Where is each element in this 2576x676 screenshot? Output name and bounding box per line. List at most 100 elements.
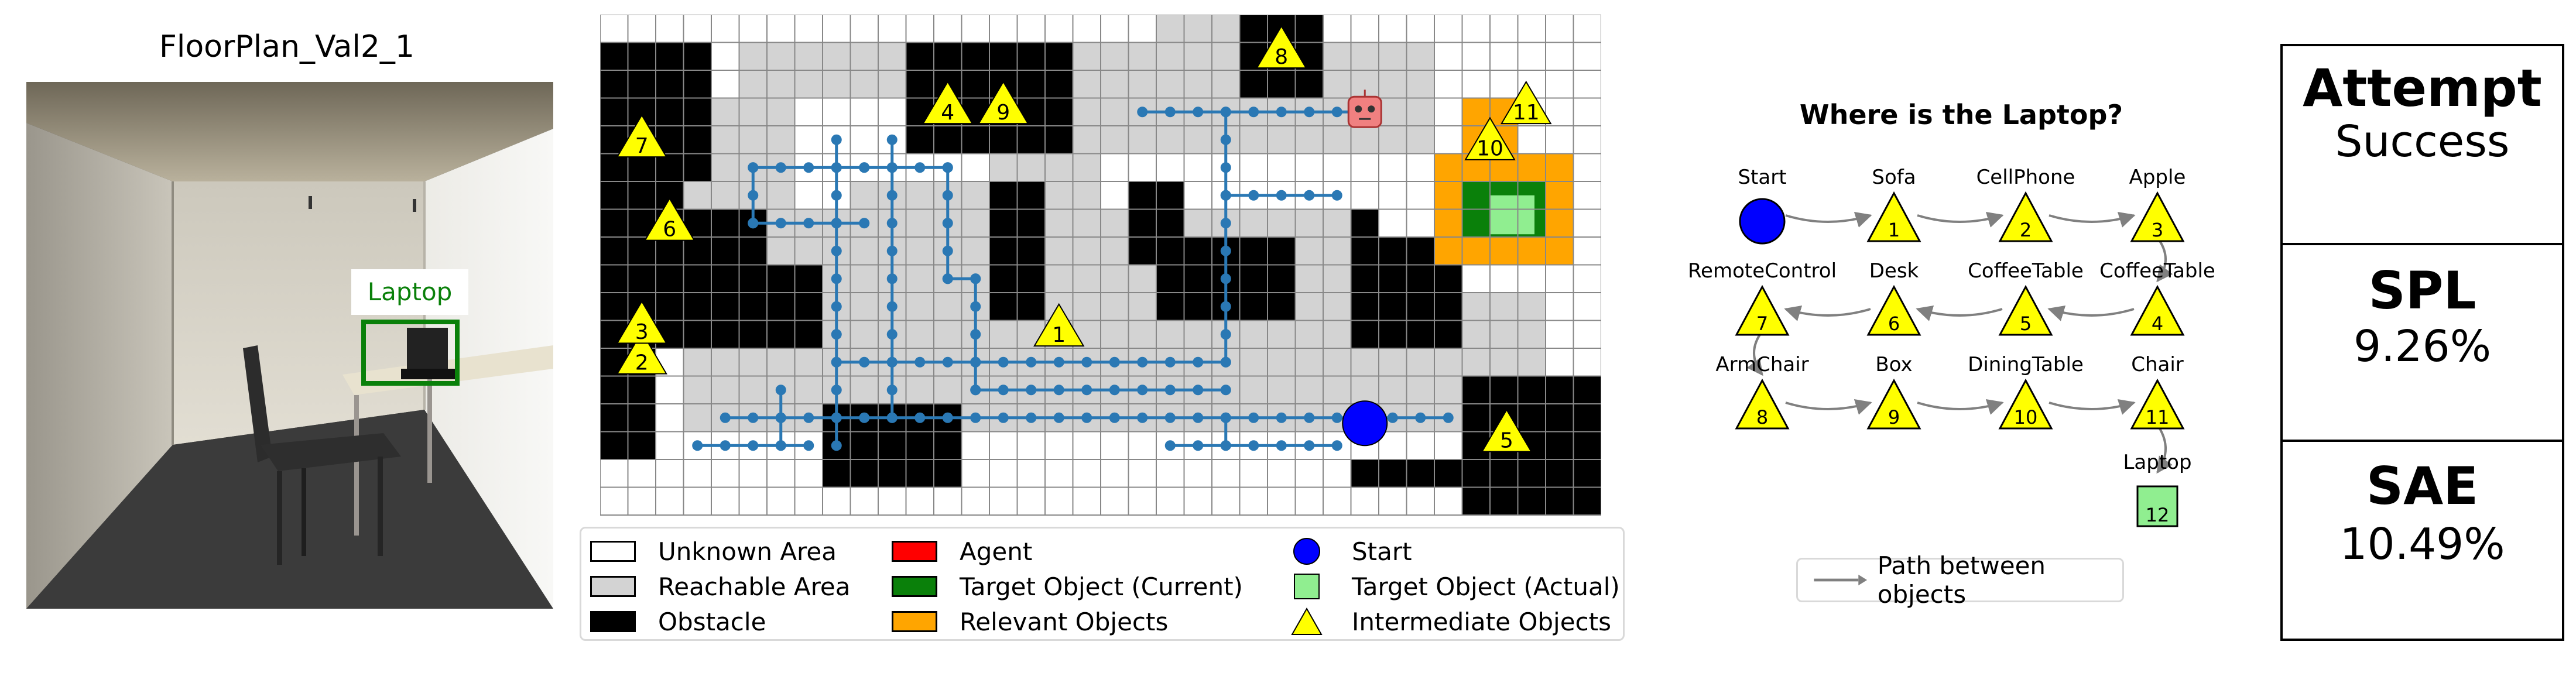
path-waypoint — [1304, 412, 1315, 423]
node-number: 11 — [2146, 406, 2170, 428]
path-waypoint — [886, 190, 898, 201]
node-name: RemoteControl — [1688, 259, 1837, 283]
marker-label: 5 — [1500, 428, 1513, 452]
path-waypoint — [998, 385, 1009, 396]
path-waypoint — [914, 356, 926, 368]
triangle-icon — [644, 197, 696, 241]
path-waypoint — [942, 245, 953, 256]
path-waypoint — [775, 440, 786, 451]
path-waypoint — [886, 329, 898, 340]
legend-label: Target Object (Current) — [960, 572, 1243, 601]
intermediate-object-marker: 6 — [644, 197, 696, 241]
triangle-node-icon — [1998, 191, 2053, 242]
unknown-swatch — [590, 541, 636, 562]
triangle-node-icon — [1735, 284, 1790, 336]
path-waypoint — [886, 245, 898, 256]
start-marker — [1342, 400, 1388, 447]
graph-edge — [1785, 211, 1872, 228]
path-waypoint — [1220, 412, 1231, 423]
path-waypoint — [831, 245, 842, 256]
legend-relevant-objects: Relevant Objects — [892, 605, 1168, 639]
intermediate-object-marker: 1 — [1033, 303, 1085, 347]
triangle-node-icon — [1866, 378, 1921, 430]
marker-label: 1 — [1052, 323, 1066, 347]
node-name: Box — [1875, 353, 1912, 376]
path-waypoint — [1220, 245, 1231, 256]
path-waypoint — [1164, 385, 1176, 396]
path-waypoint — [1415, 412, 1426, 423]
triangle-icon — [978, 80, 1029, 125]
graph-title: Where is the Laptop? — [1800, 99, 2123, 131]
path-waypoint — [970, 301, 981, 312]
node-number: 6 — [1888, 313, 1900, 335]
legend-unknown-area: Unknown Area — [590, 534, 837, 568]
path-waypoint — [942, 412, 953, 423]
path-waypoint — [831, 301, 842, 312]
path-waypoint — [1220, 162, 1231, 173]
spl-title: SPL — [2368, 260, 2476, 321]
path-waypoint — [1220, 107, 1231, 118]
path-waypoint — [1276, 440, 1287, 451]
path-waypoint — [1220, 134, 1231, 145]
metrics-box: Attempt Success SPL 9.26% SAE 10.49% — [2280, 44, 2564, 641]
path-waypoint — [1248, 412, 1259, 423]
path-waypoint — [1220, 273, 1231, 284]
path-waypoint — [886, 162, 898, 173]
path-waypoint — [1193, 385, 1204, 396]
legend-label: Obstacle — [658, 607, 766, 636]
path-waypoint — [1220, 190, 1231, 201]
path-waypoint — [748, 162, 759, 173]
triangle-icon — [1481, 409, 1533, 452]
legend-label: Reachable Area — [658, 572, 851, 601]
target-square-icon — [1294, 574, 1320, 599]
path-waypoint — [1304, 190, 1315, 201]
path-waypoint — [1248, 440, 1259, 451]
path-waypoint — [1220, 385, 1231, 396]
path-waypoint — [803, 412, 814, 423]
path-waypoint — [803, 440, 814, 451]
node-number: 10 — [2014, 406, 2038, 428]
intermediate-object-marker: 2 — [616, 331, 667, 375]
path-waypoint — [1137, 412, 1148, 423]
legend-label: Agent — [960, 537, 1033, 566]
path-waypoint — [1220, 218, 1231, 229]
start-node-icon — [1739, 198, 1786, 245]
triangle-node-icon — [1735, 378, 1790, 430]
graph-edge — [1917, 399, 2004, 415]
path-waypoint — [886, 301, 898, 312]
path-waypoint — [970, 412, 981, 423]
arrow-icon — [1814, 574, 1868, 586]
path-waypoint — [1331, 190, 1342, 201]
path-waypoint — [886, 273, 898, 284]
egocentric-view: Laptop — [26, 82, 553, 609]
attempt-title: Attempt — [2303, 58, 2542, 118]
marker-label: 11 — [1513, 101, 1540, 125]
legend-obstacle: Obstacle — [590, 605, 766, 639]
attempt-value: Success — [2335, 116, 2510, 167]
graph-edge — [1916, 305, 2003, 321]
path-waypoint — [1081, 385, 1092, 396]
node-number: 4 — [2152, 313, 2163, 335]
path-waypoint — [859, 412, 870, 423]
intermediate-object-marker: 10 — [1464, 116, 1516, 161]
detection-box — [361, 320, 460, 386]
path-waypoint — [1193, 107, 1204, 118]
path-waypoint — [1137, 107, 1148, 118]
agent-robot-icon — [1347, 90, 1382, 128]
path-waypoint — [1220, 301, 1231, 312]
marker-label: 3 — [635, 320, 649, 344]
path-waypoint — [970, 385, 981, 396]
node-name: ArmChair — [1715, 353, 1808, 376]
path-waypoint — [1248, 190, 1259, 201]
path-waypoint — [1109, 412, 1120, 423]
triangle-icon — [1256, 25, 1307, 69]
metrics-divider — [2283, 440, 2562, 442]
